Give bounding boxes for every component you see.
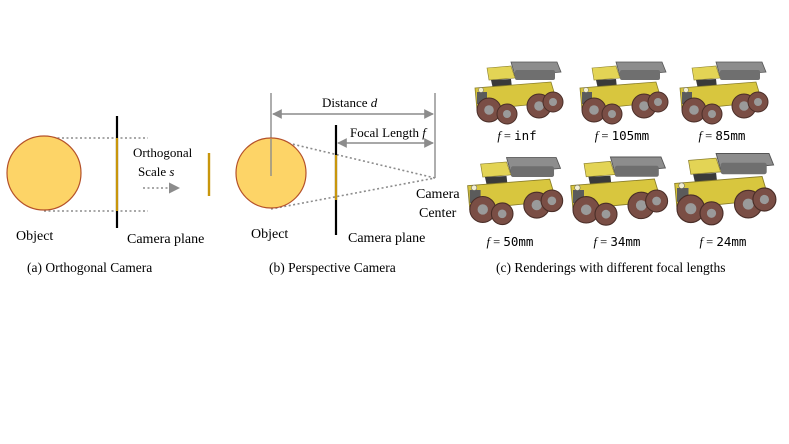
focal-length-label: Focal Length f bbox=[350, 125, 428, 140]
camera-plane-label: Camera plane bbox=[348, 231, 425, 246]
camera-plane-label: Camera plane bbox=[127, 232, 204, 247]
distance-label: Distance d bbox=[322, 95, 378, 110]
perspective-ray-bottom bbox=[270, 177, 436, 210]
panel-a-orthogonal: Orthogonal Scale s Object Camera plane (… bbox=[6, 116, 211, 275]
toy-dump-truck-icon bbox=[570, 156, 669, 226]
focal-length-label: f = 85mm bbox=[699, 128, 746, 143]
caption-a: (a) Orthogonal Camera bbox=[27, 260, 152, 275]
caption-b: (b) Perspective Camera bbox=[269, 260, 396, 275]
object-label: Object bbox=[16, 229, 53, 244]
toy-dump-truck-icon bbox=[579, 61, 669, 125]
caption-c: (c) Renderings with different focal leng… bbox=[496, 260, 726, 275]
panel-c-renderings: (c) Renderings with different focal leng… bbox=[467, 61, 777, 275]
object-circle bbox=[6, 135, 82, 211]
object-label: Object bbox=[251, 227, 288, 242]
toy-dump-truck-icon bbox=[474, 61, 564, 125]
perspective-ray-top bbox=[270, 138, 436, 179]
camera-center-label-line2: Center bbox=[419, 206, 457, 221]
panel-b-perspective: Distance d Focal Length f Camera Center … bbox=[235, 93, 460, 275]
camera-center-label-line1: Camera bbox=[416, 187, 460, 202]
toy-dump-truck-icon bbox=[467, 157, 564, 226]
toy-dump-truck-icon bbox=[674, 153, 777, 226]
focal-length-label: f = 34mm bbox=[594, 234, 641, 249]
scale-label-line1: Orthogonal bbox=[133, 145, 193, 160]
focal-length-label: f = 24mm bbox=[700, 234, 747, 249]
focal-length-label: f = 50mm bbox=[487, 234, 534, 249]
toy-dump-truck-icon bbox=[679, 61, 769, 125]
focal-length-label: f = 105mm bbox=[595, 128, 649, 143]
scale-label-line2: Scale s bbox=[138, 164, 174, 179]
focal-length-label: f = inf bbox=[497, 128, 536, 143]
